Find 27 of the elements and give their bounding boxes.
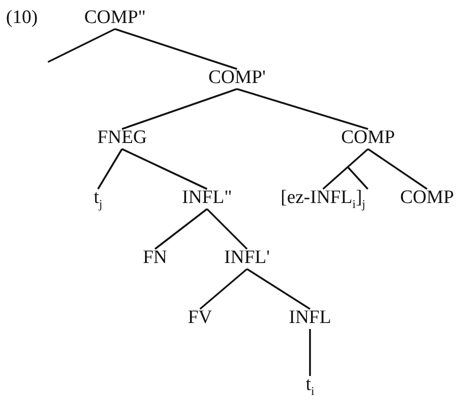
tree-node-label: FV bbox=[188, 308, 212, 328]
tree-branch bbox=[122, 148, 208, 190]
tree-node-label: COMP bbox=[400, 188, 454, 208]
tree-node-label: COMP' bbox=[208, 68, 266, 88]
tree-branch bbox=[122, 88, 238, 130]
tree-node-label: t$_{j}$ bbox=[94, 188, 102, 208]
tree-branch bbox=[368, 148, 428, 190]
tree-branch bbox=[206, 208, 248, 250]
tree-branch bbox=[97, 148, 123, 190]
tree-node-label: COMP bbox=[341, 128, 395, 148]
example-number: (10) bbox=[6, 8, 38, 28]
tree-branch bbox=[154, 208, 208, 250]
tree-branch bbox=[48, 28, 116, 63]
tree-branch bbox=[199, 268, 248, 310]
tree-node-label: INFL bbox=[288, 308, 332, 328]
tree-branch bbox=[236, 88, 368, 130]
tree-node-label: FN bbox=[142, 248, 168, 268]
tree-node-label: t$_{i}$ bbox=[306, 375, 314, 395]
tree-node-label: [ez-INFL$_{i}$]$_{j}$ bbox=[280, 188, 366, 208]
tree-node-label: INFL' bbox=[224, 248, 270, 268]
tree-node-label: FNEG bbox=[97, 128, 147, 148]
tree-node-label: INFL" bbox=[182, 188, 232, 208]
tree-branch bbox=[322, 148, 369, 190]
tree-branch bbox=[309, 329, 311, 376]
tree-node-label: COMP" bbox=[84, 8, 146, 28]
tree-branch bbox=[246, 268, 310, 310]
tree-branch bbox=[114, 28, 238, 70]
